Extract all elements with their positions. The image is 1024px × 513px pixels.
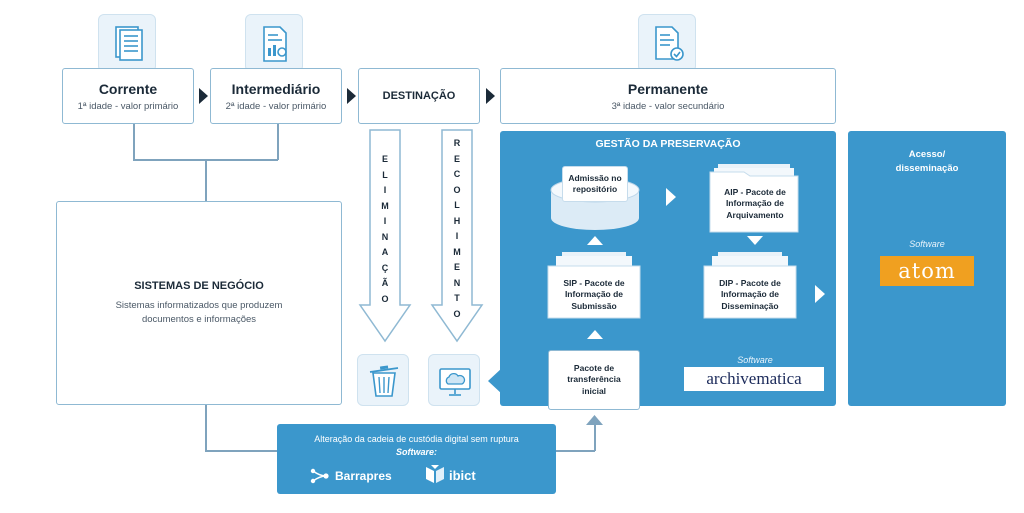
barrapres-wordmark: Barrapres — [335, 469, 392, 483]
sistemas-de-negocio-box: SISTEMAS DE NEGÓCIO Sistemas informatiza… — [56, 201, 342, 405]
recolhimento-letter: I — [455, 231, 459, 241]
recolhimento-letter: T — [454, 293, 460, 303]
aip-card: AIP - Pacote de Informação de Arquivamen… — [724, 187, 786, 220]
panel-notch — [488, 368, 502, 394]
connector-line — [556, 450, 595, 452]
document-chart-icon — [245, 14, 303, 72]
stage-intermediario: Intermediário 2ª idade - valor primário — [210, 68, 342, 124]
atom-logo: atom — [880, 256, 974, 286]
acesso-title: Acesso/ disseminação — [848, 148, 1006, 176]
recolhimento-letter: L — [454, 200, 460, 210]
recolhimento-letter: C — [453, 169, 461, 179]
stage-subtitle: 1ª idade - valor primário — [77, 101, 179, 112]
sistemas-description: Sistemas informatizados que produzem — [115, 300, 283, 311]
eliminacao-letter: N — [381, 231, 389, 242]
connector-line — [133, 124, 135, 160]
eliminacao-letter: M — [381, 200, 389, 211]
connector-line — [594, 424, 596, 451]
eliminacao-letter: Ç — [381, 262, 389, 273]
trash-icon — [357, 354, 409, 406]
stage-title: Permanente — [627, 81, 709, 97]
eliminacao-letter: E — [381, 154, 388, 164]
arrow-right-icon — [815, 285, 825, 303]
eliminacao-letter: O — [381, 293, 389, 304]
eliminacao-letter: I — [383, 216, 387, 226]
folder-stack-icon — [703, 252, 797, 319]
document-check-icon — [638, 14, 696, 72]
stage-subtitle: 3ª idade - valor secundário — [611, 101, 725, 112]
folder-stack-icon — [709, 164, 799, 233]
folder-stack-icon — [547, 252, 641, 319]
barrapres-logo: Barrapres — [310, 466, 392, 486]
eliminacao-letter: A — [381, 247, 389, 257]
recolhimento-letter: O — [453, 308, 461, 319]
ibict-logo-icon — [426, 465, 444, 483]
dip-card: DIP - Pacote de Informação de Disseminaç… — [719, 278, 781, 311]
arrow-down-icon — [747, 236, 763, 245]
archivematica-logo: archivematica — [684, 367, 824, 391]
connector-line — [205, 450, 278, 452]
recolhimento-letter: H — [453, 215, 461, 226]
monitor-cloud-icon — [428, 354, 480, 406]
custodia-software-label: Software: — [395, 447, 437, 457]
sistemas-title: SISTEMAS DE NEGÓCIO — [134, 280, 264, 292]
gestao-title: GESTÃO DA PRESERVAÇÃO — [595, 138, 741, 150]
eliminacao-arrow — [358, 129, 412, 343]
arrow-up-icon — [586, 415, 603, 425]
custodia-title: Alteração da cadeia de custódia digital … — [314, 434, 519, 444]
recolhimento-letter: O — [453, 184, 461, 195]
recolhimento-letter: R — [453, 138, 461, 148]
custodia-bar — [277, 424, 556, 494]
recolhimento-arrow — [430, 129, 484, 343]
ibict-wordmark: ibict — [449, 467, 476, 483]
stage-title: Intermediário — [231, 81, 321, 97]
arrow-right-icon — [347, 88, 356, 104]
sistemas-description: documentos e informações — [141, 314, 257, 325]
eliminacao-letter: L — [382, 169, 388, 180]
software-label: Software — [737, 355, 773, 365]
recolhimento-letter: E — [453, 153, 460, 164]
acesso-title-line: disseminação — [895, 163, 959, 174]
stage-destinacao: DESTINAÇÃO — [358, 68, 480, 124]
software-label: Software — [909, 239, 945, 249]
ibict-logo: ibict — [424, 464, 476, 486]
connector-line — [205, 405, 207, 451]
stage-subtitle: 2ª idade - valor primário — [225, 101, 327, 112]
connector-line — [205, 159, 207, 201]
stage-permanente: Permanente 3ª idade - valor secundário — [500, 68, 836, 124]
barrapres-logo-icon — [310, 468, 329, 484]
document-list-icon — [98, 14, 156, 72]
arrow-up-icon — [587, 330, 603, 339]
arrow-up-icon — [587, 236, 603, 245]
sip-card: SIP - Pacote de Informação de Submissão — [563, 278, 625, 311]
arrow-right-icon — [486, 88, 495, 104]
recolhimento-letter: M — [453, 246, 461, 257]
arrow-right-icon — [199, 88, 208, 104]
archivematica-wordmark: archivematica — [706, 369, 802, 388]
admissao-card: Admissão no repositório — [562, 166, 628, 202]
atom-wordmark: atom — [898, 259, 956, 283]
eliminacao-letter: Ã — [381, 278, 389, 288]
acesso-title-line: Acesso/ — [908, 149, 946, 160]
stage-corrente: Corrente 1ª idade - valor primário — [62, 68, 194, 124]
eliminacao-letter: I — [383, 185, 387, 195]
pacote-transferencia-card: Pacote de transferência inicial — [548, 350, 640, 410]
connector-line — [277, 124, 279, 160]
stage-title: Corrente — [98, 81, 158, 97]
arrow-right-icon — [666, 188, 676, 206]
recolhimento-letter: N — [453, 277, 461, 288]
stage-title: DESTINAÇÃO — [382, 90, 456, 102]
recolhimento-letter: E — [453, 262, 460, 272]
